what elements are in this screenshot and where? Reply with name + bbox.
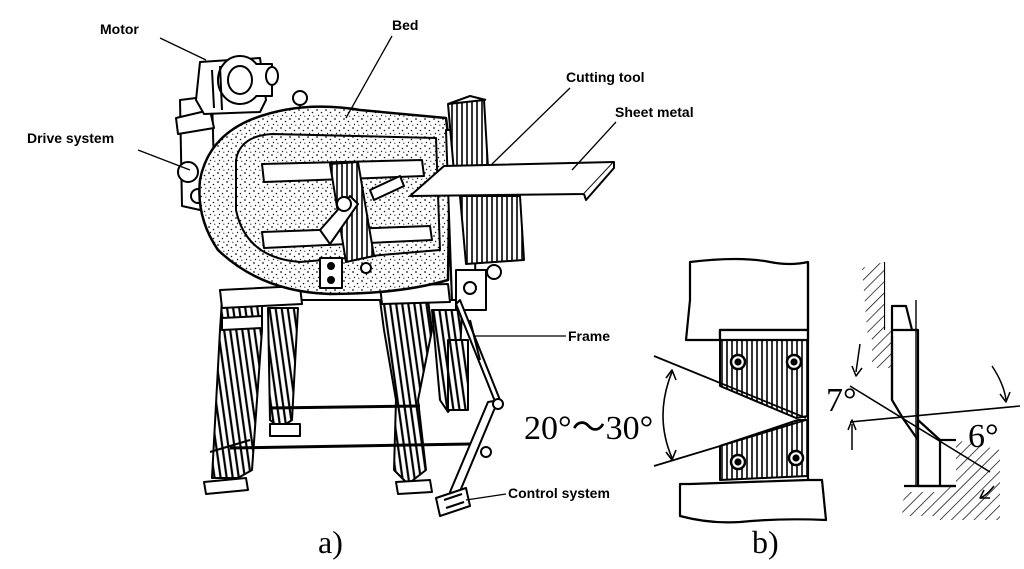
control-pedal: [435, 487, 471, 517]
label-control-system: Control system: [508, 485, 610, 501]
label-cutting-tool: Cutting tool: [566, 69, 645, 85]
upper-blade: [719, 339, 809, 419]
label-drive-system: Drive system: [27, 130, 115, 146]
side-upper-support: [882, 262, 918, 338]
angle-wedge-label: 20°～30°: [524, 410, 654, 447]
upper-blade-holder: [684, 257, 810, 342]
right-leg: [379, 299, 433, 485]
blade-geometry-diagram: [653, 257, 1021, 524]
side-upper-knife: [890, 328, 920, 442]
caption-b: b): [752, 524, 779, 560]
angle-clearance-label: 6°: [968, 418, 999, 455]
label-bed: Bed: [392, 17, 419, 33]
shearing-machine-illustration: [175, 55, 615, 517]
left-rear-leg: [267, 307, 299, 429]
angle-rake-label: 7°: [826, 382, 857, 419]
caption-a: a): [318, 524, 343, 560]
label-frame: Frame: [568, 328, 611, 344]
lower-blade-holder: [678, 478, 828, 524]
label-motor: Motor: [100, 21, 139, 37]
leader-lines-a: [137, 35, 617, 501]
label-sheet-metal: Sheet metal: [615, 104, 694, 120]
cutting-tool: [447, 99, 489, 173]
